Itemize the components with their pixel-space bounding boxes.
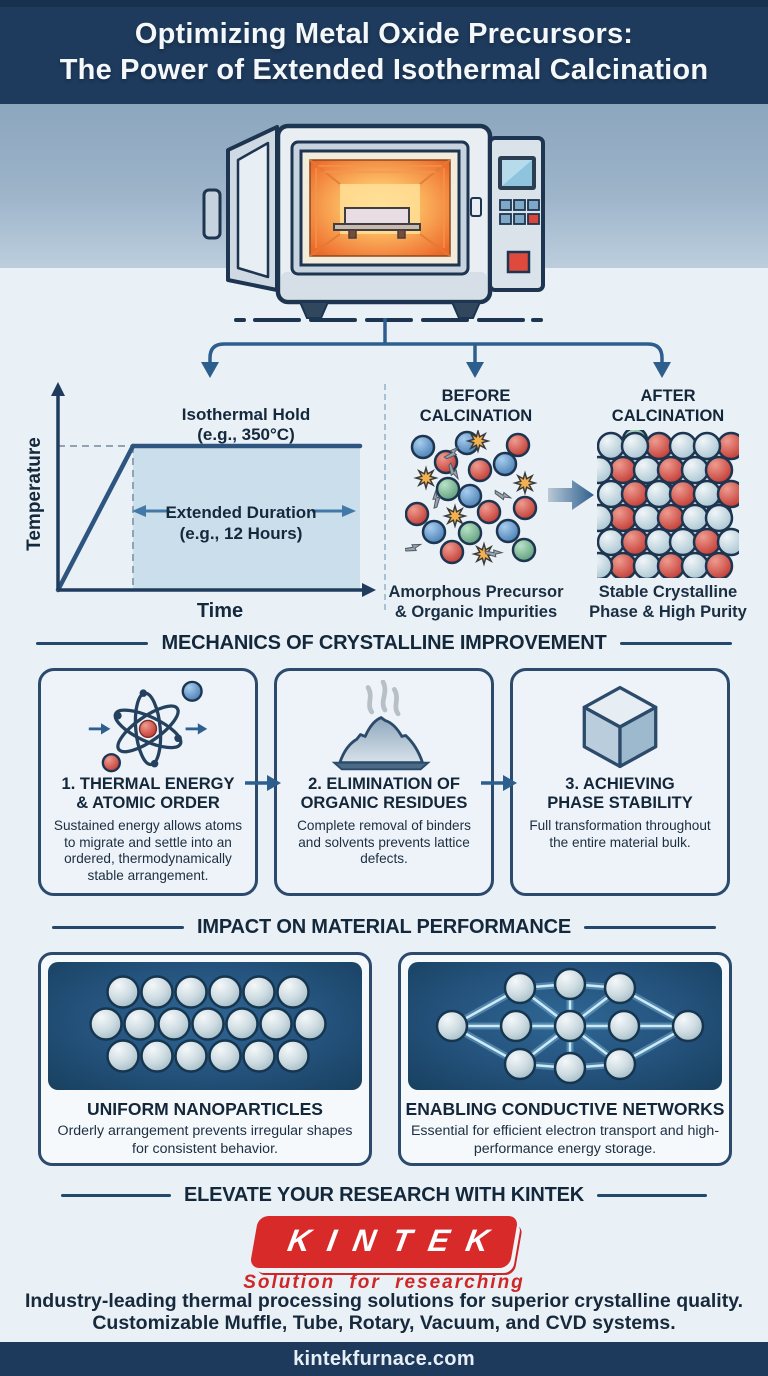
impact-section-heading: IMPACT ON MATERIAL PERFORMANCE [0,916,768,939]
dashed-guides [58,445,134,590]
before-caption: Amorphous Precursor & Organic Impurities [388,583,564,621]
cta-section-heading: ELEVATE YOUR RESEARCH WITH KINTEK [0,1184,768,1207]
impact-card-title: ENABLING CONDUCTIVE NETWORKS [405,1099,725,1119]
heading-rule-right [584,926,716,929]
heading-rule-left [60,1194,171,1197]
before-calcination-title: BEFORE CALCINATION [419,387,533,425]
duration-span-arrows [132,505,356,517]
nanoparticles-panel [48,962,362,1090]
powder-smoke-icon [331,680,431,771]
hold-label-line1: Isothermal Hold [182,405,310,424]
furnace-leg [298,301,330,319]
network-nodes [435,967,705,1085]
transformation-arrow-icon [548,480,594,510]
impact-card-title: UNIFORM NANOPARTICLES [87,1099,323,1119]
mechanics-card-thermal-energy: 1. THERMAL ENERGY & ATOMIC ORDER Sustain… [38,668,258,896]
card-body: Sustained energy allows atoms to migrate… [53,818,243,883]
furnace-leg [450,301,482,319]
card-body: Complete removal of binders and solvents… [297,818,471,866]
uniform-nanoparticles-icon [89,975,327,1073]
header-banner: Optimizing Metal Oxide Precursors: The P… [0,0,768,104]
crystalline-lattice-icon [597,430,739,578]
heading-rule-right [619,642,732,645]
hold-label-line2: (e.g., 350°C) [197,425,295,444]
y-axis-label: Temperature [24,437,45,551]
duration-label-line2: (e.g., 12 Hours) [180,524,303,543]
impact-card-body: Essential for efficient electron transpo… [410,1123,720,1157]
temperature-time-chart: Isothermal Hold (e.g., 350°C) Extended D… [24,382,376,622]
cta-body-line2: Customizable Muffle, Tube, Rotary, Vacuu… [92,1312,676,1334]
duration-label-line1: Extended Duration [165,503,316,522]
network-edges [450,982,690,1070]
control-panel [488,136,545,292]
step-arrow-2-3 [481,775,517,791]
page-title-line1: Optimizing Metal Oxide Precursors: [134,18,634,50]
after-caption: Stable Crystalline Phase & High Purity [589,583,747,621]
vertical-dashed-divider [384,384,386,610]
website-url[interactable]: kintekfurnace.com [293,1347,475,1370]
furnace-base-band [281,272,487,299]
network-panel [408,962,722,1090]
heading-rule-left [36,642,149,645]
conductive-network-icon [435,967,705,1085]
card-title: 2. ELIMINATION OF ORGANIC RESIDUES [300,775,468,812]
impact-card-conductive-networks: ENABLING CONDUCTIVE NETWORKS Essential f… [398,952,732,1166]
kintek-logo-badge: KINTEK [249,1216,519,1268]
axes [51,382,376,597]
crystal-cube-icon [582,685,658,769]
heading-rule-left [52,926,184,929]
kintek-logo-text: KINTEK [284,1223,509,1258]
mechanics-cards-row: 1. THERMAL ENERGY & ATOMIC ORDER Sustain… [38,668,730,896]
sample-tray [333,207,421,239]
down-arrowheads [201,362,671,378]
kintek-slogan: Solution for researching [243,1272,525,1293]
footer-bar: kintekfurnace.com [0,1342,768,1376]
door-latch [470,197,482,217]
mechanics-card-organic-residues: 2. ELIMINATION OF ORGANIC RESIDUES Compl… [274,668,494,896]
step-arrow-1-2 [245,775,281,791]
hold-shaded-region [133,446,360,590]
mechanics-section-heading: MECHANICS OF CRYSTALLINE IMPROVEMENT [0,632,768,655]
connector-lines [208,318,664,362]
amorphous-particles-icon [405,430,538,565]
after-calcination-title: AFTER CALCINATION [611,387,725,425]
x-axis-label: Time [197,600,243,622]
panel-buttons [499,199,540,225]
power-button [506,250,531,274]
card-title: 3. ACHIEVING PHASE STABILITY [547,775,693,812]
impact-card-uniform-nanoparticles: UNIFORM NANOPARTICLES Orderly arrangemen… [38,952,372,1166]
card-title: 1. THERMAL ENERGY & ATOMIC ORDER [61,775,235,812]
atom-icon [88,680,208,773]
card-body: Full transformation throughout the entir… [529,818,711,850]
kintek-logo: KINTEK [0,1216,768,1268]
heading-rule-right [597,1194,708,1197]
mechanics-card-phase-stability: 3. ACHIEVING PHASE STABILITY Full transf… [510,668,730,896]
impact-card-body: Orderly arrangement prevents irregular s… [57,1123,353,1157]
furnace-door [202,125,279,292]
page-title-line2: The Power of Extended Isothermal Calcina… [59,54,709,86]
cta-body-line1: Industry-leading thermal processing solu… [24,1290,744,1312]
muffle-furnace-illustration [201,123,671,378]
temperature-curve [55,443,363,593]
